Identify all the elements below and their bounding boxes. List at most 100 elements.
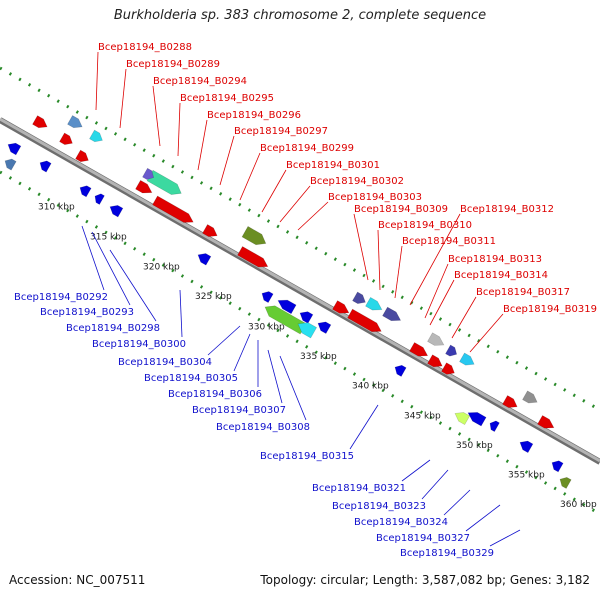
forward-gene-label: Bcep18194_B0302 <box>310 176 404 187</box>
reverse-leader-line <box>233 333 251 372</box>
reverse-gene-label: Bcep18194_B0327 <box>376 533 470 544</box>
scale-tick-label: 320 kbp <box>143 263 180 273</box>
forward-gene-arrow <box>522 390 538 404</box>
reverse-gene-arrow <box>559 477 572 489</box>
forward-gene-label: Bcep18194_B0297 <box>234 126 328 137</box>
reverse-gene-arrow <box>394 364 407 377</box>
scale-tick-label: 315 kbp <box>90 232 127 242</box>
scale-tick-label: 350 kbp <box>456 441 493 451</box>
forward-leader-line <box>297 201 329 231</box>
reverse-leader-line <box>465 504 501 532</box>
reverse-gene-label: Bcep18194_B0307 <box>192 405 286 416</box>
reverse-gene-arrow <box>4 158 17 171</box>
reverse-gene-arrow <box>277 299 297 315</box>
forward-gene-label: Bcep18194_B0288 <box>98 42 192 53</box>
forward-gene-arrow <box>427 354 443 368</box>
reverse-gene-arrow <box>317 321 332 334</box>
reverse-gene-arrow <box>551 460 564 473</box>
reverse-leader-line <box>279 355 307 421</box>
forward-gene-arrow <box>441 362 455 375</box>
map-title: Burkholderia sp. 383 chromosome 2, compl… <box>113 8 487 23</box>
reverse-gene-arrow <box>261 291 274 304</box>
reverse-gene-arrow <box>299 311 314 324</box>
forward-gene-arrow <box>409 342 429 357</box>
forward-gene-arrow <box>202 224 218 237</box>
scale-tick-label: 335 kbp <box>300 352 337 362</box>
reverse-leader-line <box>81 225 105 291</box>
forward-gene-arrow <box>445 344 458 357</box>
forward-gene-label: Bcep18194_B0295 <box>180 93 274 104</box>
forward-leader-line <box>119 68 127 129</box>
forward-gene-arrow <box>427 332 445 346</box>
reverse-leader-line <box>349 404 379 450</box>
reverse-leader-line <box>109 249 157 322</box>
reverse-gene-arrow <box>297 322 318 339</box>
forward-leader-line <box>409 213 461 306</box>
topology-summary: Topology: circular; Length: 3,587,082 bp… <box>260 573 590 587</box>
scale-tick-label: 345 kbp <box>404 411 441 421</box>
forward-gene-label: Bcep18194_B0301 <box>286 160 380 171</box>
forward-leader-line <box>219 135 235 186</box>
reverse-gene-label: Bcep18194_B0304 <box>118 357 212 368</box>
forward-gene-label: Bcep18194_B0310 <box>378 220 472 231</box>
reverse-gene-label: Bcep18194_B0300 <box>92 339 186 350</box>
forward-gene-label: Bcep18194_B0294 <box>153 76 247 87</box>
forward-gene-label: Bcep18194_B0309 <box>354 204 448 215</box>
reverse-gene-label: Bcep18194_B0293 <box>40 307 134 318</box>
reverse-gene-arrow <box>109 205 124 218</box>
forward-leader-line <box>197 119 208 171</box>
reverse-gene-arrow <box>264 305 307 335</box>
reverse-gene-label: Bcep18194_B0308 <box>216 422 310 433</box>
forward-gene-arrow <box>142 167 155 180</box>
forward-gene-arrow <box>89 129 103 143</box>
forward-leader-line <box>469 313 504 353</box>
forward-gene-label: Bcep18194_B0314 <box>454 270 548 281</box>
reverse-leader-line <box>489 529 521 547</box>
forward-gene-arrow <box>237 246 269 268</box>
reverse-leader-line <box>401 459 431 482</box>
reverse-gene-label: Bcep18194_B0306 <box>168 389 262 400</box>
reverse-leader-line <box>421 469 449 500</box>
forward-gene-arrow <box>537 415 555 429</box>
forward-leader-line <box>429 279 455 326</box>
inner-dotted-track <box>0 170 600 516</box>
reverse-gene-arrow <box>7 142 22 156</box>
forward-leader-line <box>261 169 287 213</box>
forward-gene-label: Bcep18194_B0311 <box>402 236 496 247</box>
reverse-gene-arrow <box>519 440 534 454</box>
forward-gene-label: Bcep18194_B0299 <box>260 143 354 154</box>
forward-leader-line <box>451 296 477 339</box>
forward-leader-line <box>177 102 181 157</box>
gene-features <box>4 115 572 489</box>
gene-labels: Bcep18194_B0288Bcep18194_B0289Bcep18194_… <box>14 42 597 559</box>
reverse-gene-label: Bcep18194_B0315 <box>260 451 354 462</box>
forward-gene-arrow <box>67 115 83 129</box>
reverse-gene-arrow <box>489 420 500 433</box>
reverse-gene-label: Bcep18194_B0324 <box>354 517 448 528</box>
reverse-gene-arrow <box>79 185 92 198</box>
scale-tick-label: 360 kbp <box>560 500 597 510</box>
reverse-gene-arrow <box>94 193 105 205</box>
reverse-gene-arrow <box>454 412 471 426</box>
forward-gene-arrow <box>352 291 366 304</box>
backbone-line <box>0 117 600 463</box>
scale-tick-label: 330 kbp <box>248 322 285 332</box>
reverse-gene-arrow <box>39 160 52 173</box>
forward-gene-label: Bcep18194_B0303 <box>328 192 422 203</box>
reverse-leader-line <box>91 231 131 306</box>
forward-gene-label: Bcep18194_B0289 <box>126 59 220 70</box>
reverse-leader-line <box>207 325 241 356</box>
forward-leader-line <box>239 152 261 201</box>
forward-gene-arrow <box>347 308 382 333</box>
reverse-gene-label: Bcep18194_B0321 <box>312 483 406 494</box>
forward-gene-label: Bcep18194_B0313 <box>448 254 542 265</box>
reverse-leader-line <box>443 489 471 516</box>
accession-text: Accession: NC_007511 <box>9 573 146 587</box>
forward-gene-arrow <box>152 195 194 223</box>
forward-leader-line <box>95 51 99 111</box>
forward-leader-line <box>279 185 311 223</box>
scale-tick-label: 325 kbp <box>195 292 232 302</box>
forward-leader-line <box>377 229 381 291</box>
scale-tick-label: 340 kbp <box>352 382 389 392</box>
track-lines <box>0 66 600 516</box>
